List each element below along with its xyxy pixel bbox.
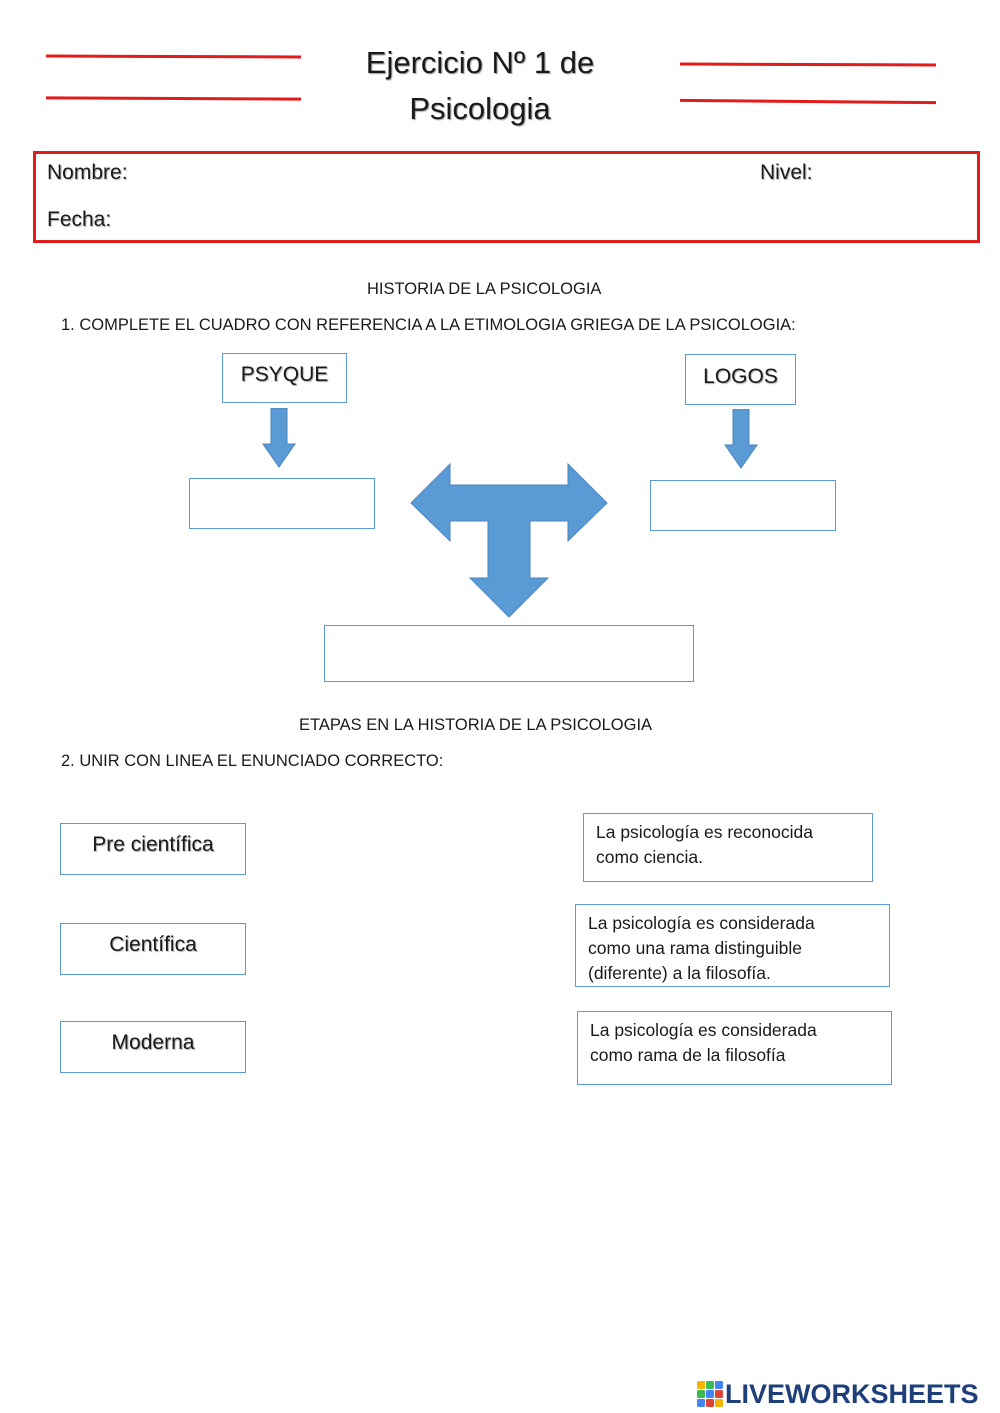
decorative-red-line [679,98,937,105]
student-info-box [33,151,980,243]
stage-box-moderna[interactable]: Moderna [60,1021,246,1073]
description-box[interactable]: La psicología es reconocida como ciencia… [583,813,873,882]
description-line: como rama de la filosofía [590,1045,786,1065]
description-line: como una rama distinguible [588,938,803,958]
psicologia-answer-box[interactable] [324,625,694,682]
stage-box-pre-cientifica[interactable]: Pre científica [60,823,246,875]
logos-word-box: LOGOS [685,354,796,405]
worksheet-title-line2: Psicologia [409,91,551,126]
description-line: como ciencia. [596,847,703,867]
psyque-word: PSYQUE [240,362,329,386]
three-way-arrow-icon [410,463,608,618]
psyque-answer-box[interactable] [189,478,375,529]
logos-down-arrow-icon [724,409,758,469]
decorative-red-line [45,96,302,101]
decorative-red-line [679,62,937,67]
logos-answer-box[interactable] [650,480,836,531]
stage-label: Pre científica [92,833,214,856]
decorative-red-line [45,54,302,59]
liveworksheets-logo-icon [697,1381,723,1407]
description-box[interactable]: La psicología es considerada como una ra… [575,904,890,987]
section1-heading: HISTORIA DE LA PSICOLOGIA [367,280,602,298]
worksheet-title-line1: Ejercicio Nº 1 de [365,45,595,80]
section1-instruction: 1. COMPLETE EL CUADRO CON REFERENCIA A L… [61,316,796,334]
liveworksheets-logo: LIVEWORKSHEETS [697,1377,979,1411]
date-label: Fecha: [47,208,112,231]
liveworksheets-logo-text: LIVEWORKSHEETS [725,1378,979,1409]
psyque-down-arrow-icon [262,408,296,468]
name-label: Nombre: [47,161,128,184]
description-line: La psicología es considerada [588,913,815,933]
section2-instruction: 2. UNIR CON LINEA EL ENUNCIADO CORRECTO: [61,752,444,770]
description-line: (diferente) a la filosofía. [588,963,771,983]
description-line: La psicología es reconocida [596,822,813,842]
description-line: La psicología es considerada [590,1020,817,1040]
description-box[interactable]: La psicología es considerada como rama d… [577,1011,892,1085]
stage-box-cientifica[interactable]: Científica [60,923,246,975]
section2-heading: ETAPAS EN LA HISTORIA DE LA PSICOLOGIA [299,716,653,734]
stage-label: Científica [109,933,197,956]
level-label: Nivel: [760,161,813,184]
logos-word: LOGOS [703,364,778,388]
stage-label: Moderna [111,1031,195,1054]
psyque-word-box: PSYQUE [222,353,347,403]
